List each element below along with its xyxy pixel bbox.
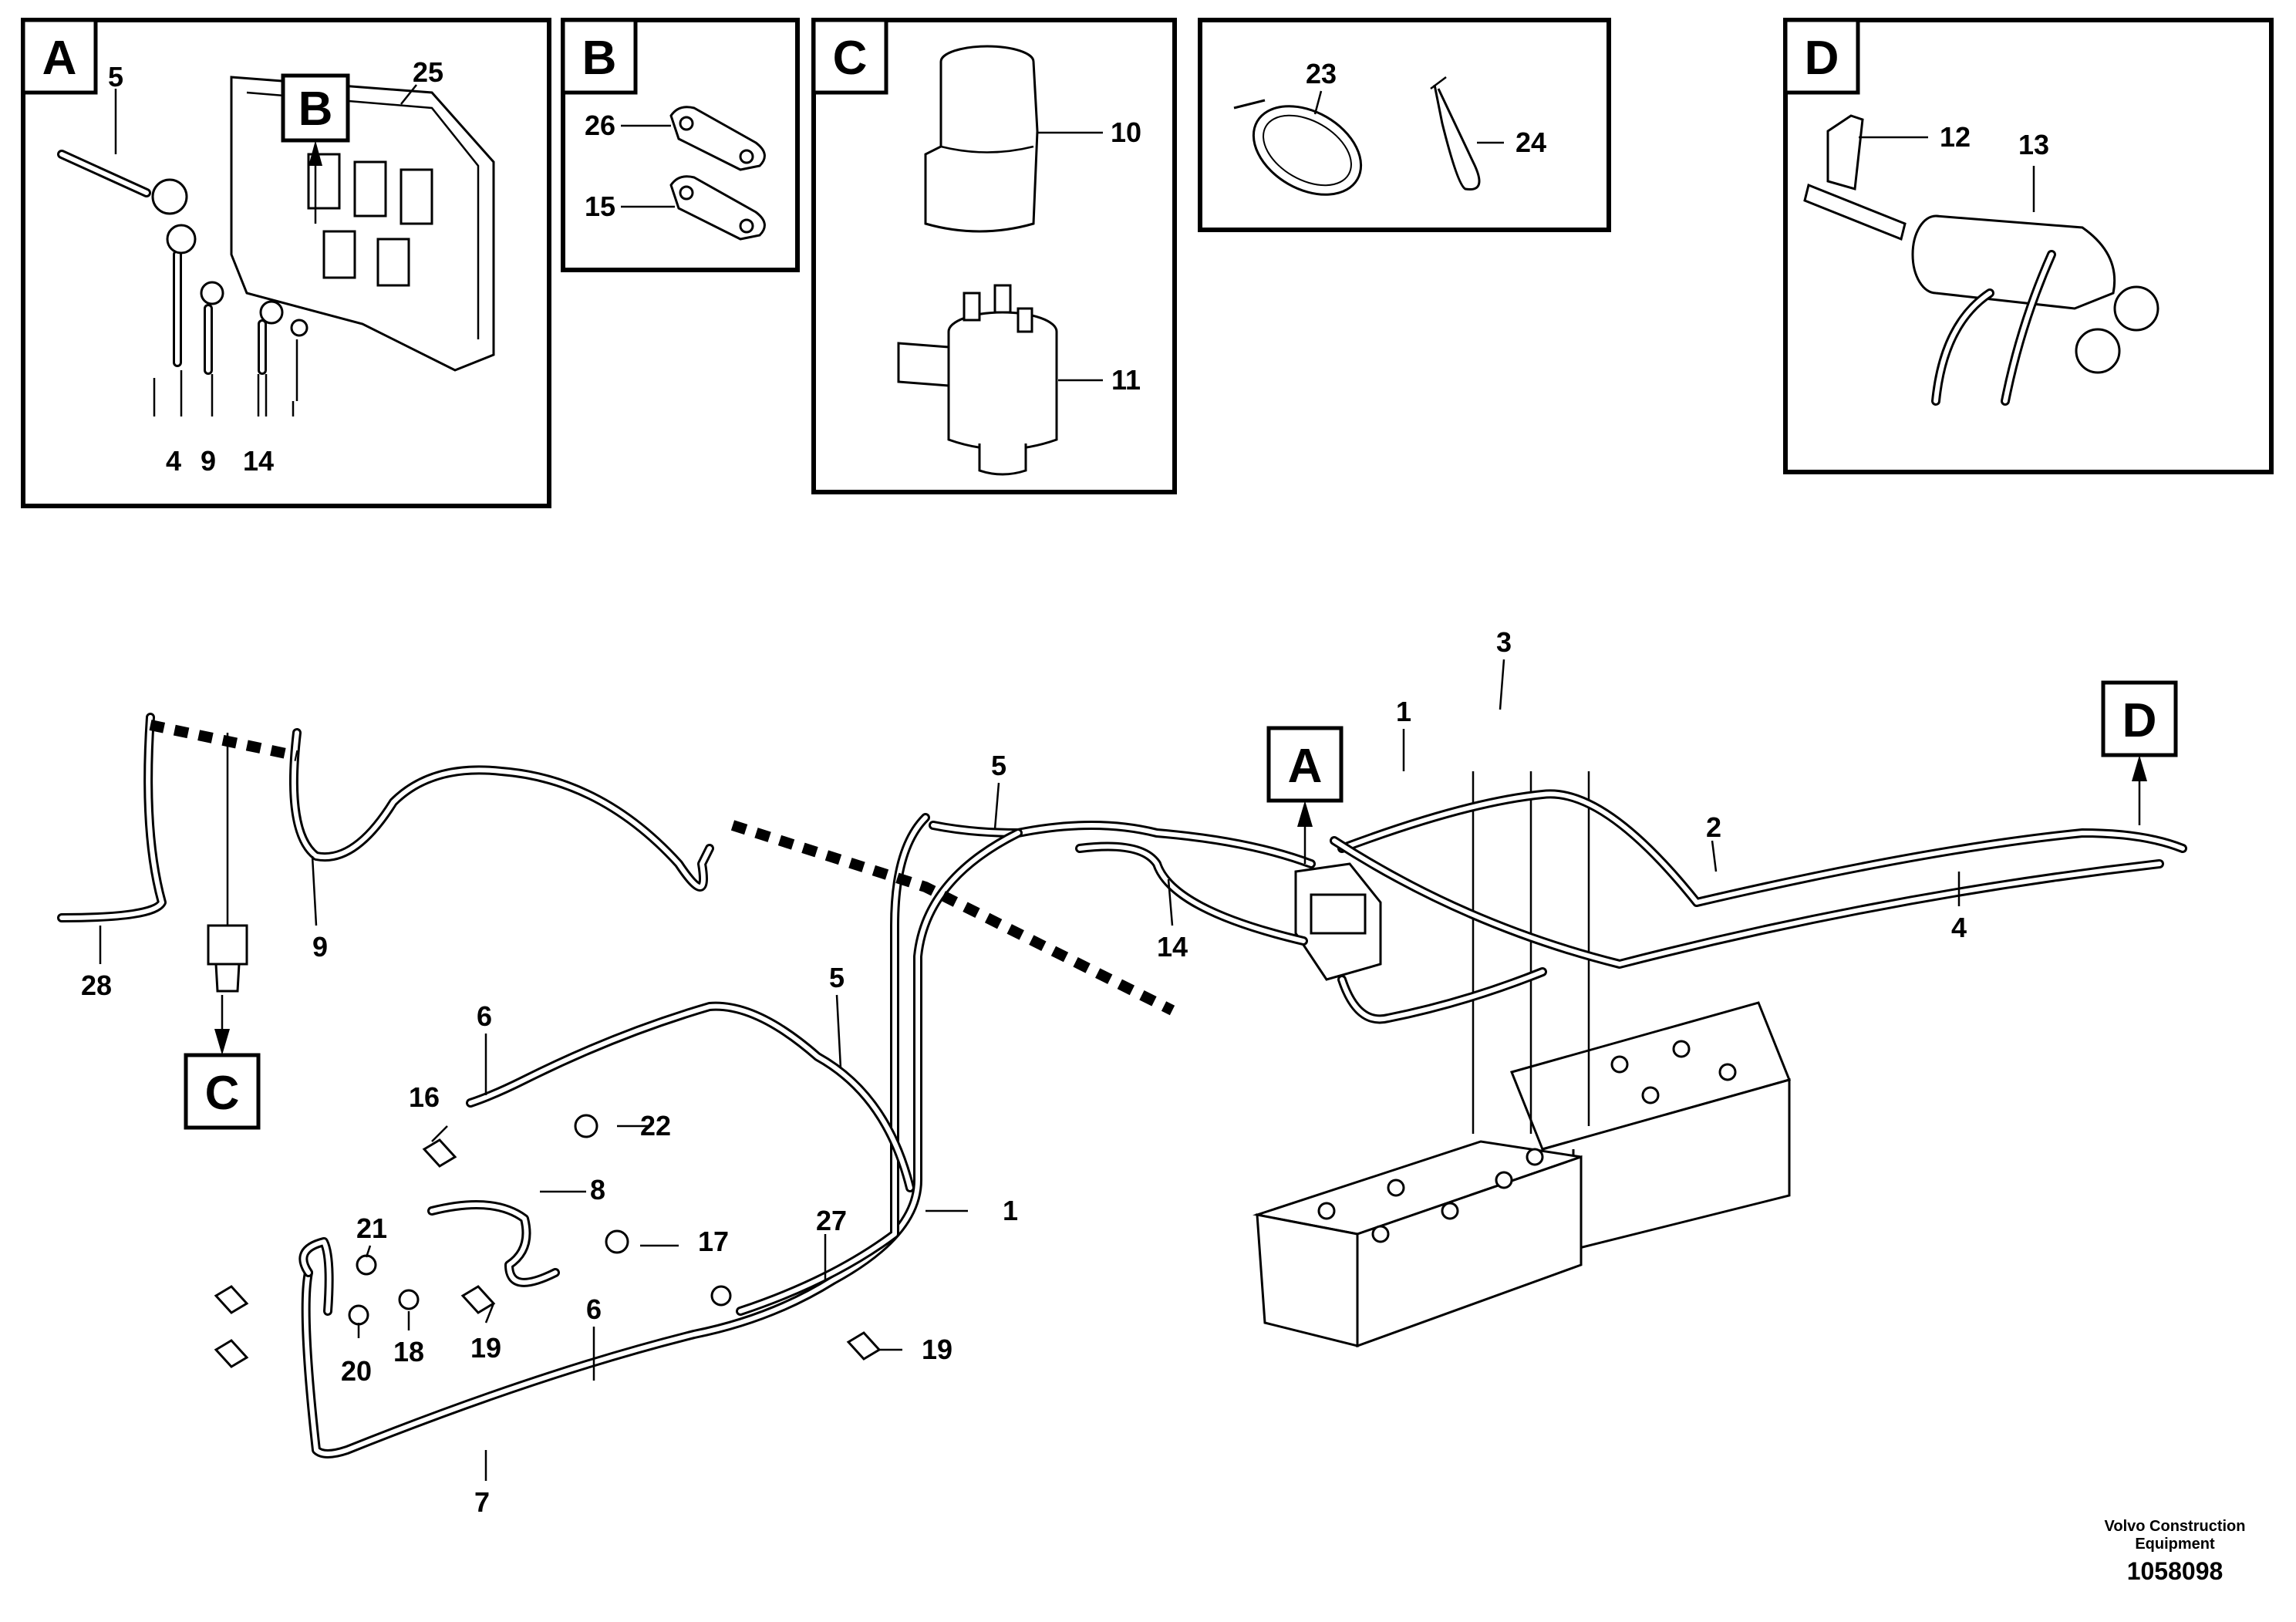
nuts-washers: [348, 1114, 732, 1326]
callout-5-mid: 5: [829, 962, 845, 993]
callout-5-top: 5: [991, 750, 1006, 781]
callout-16: 16: [409, 1081, 440, 1113]
callout-18: 18: [393, 1336, 424, 1367]
callout-3: 3: [1496, 626, 1512, 658]
footer: Volvo Construction Equipment 1058098: [2105, 1518, 2246, 1585]
callout-11: 11: [1111, 364, 1141, 396]
callout-15: 15: [585, 191, 615, 222]
tie-24-drawing: [1430, 76, 1481, 191]
main-marker-c: C: [205, 1067, 240, 1120]
callout-4: 4: [166, 445, 181, 477]
main-marker-a: A: [1288, 740, 1323, 793]
callout-9-main: 9: [312, 931, 328, 963]
callout-25: 25: [413, 56, 443, 88]
callout-19-right: 19: [922, 1334, 952, 1365]
main-marker-d: D: [2122, 694, 2157, 747]
switch-13-drawing: [1911, 214, 2159, 406]
callout-4-main: 4: [1951, 912, 1967, 943]
bolts: [214, 1138, 882, 1368]
callout-13: 13: [2018, 129, 2049, 160]
clamp-26-drawing: [669, 106, 766, 171]
tie-23-drawing: [1233, 99, 1363, 196]
cover-10-drawing: [924, 45, 1039, 233]
junction-box-main: [1294, 862, 1382, 981]
battery-front: [1253, 1140, 1583, 1348]
callout-23: 23: [1306, 58, 1337, 89]
callout-1-mid: 1: [1003, 1195, 1018, 1226]
inset-c: C 10 11: [811, 18, 1177, 494]
callout-28: 28: [81, 969, 112, 1001]
inset-b: B 26 15: [561, 18, 800, 272]
callout-2: 2: [1706, 811, 1721, 843]
inset-a: A B 5 25 4 9: [21, 18, 551, 508]
callout-10: 10: [1111, 116, 1141, 148]
company-name-line2: Equipment: [2135, 1536, 2215, 1553]
callout-8: 8: [590, 1174, 605, 1206]
inset-b-letter: B: [582, 32, 617, 85]
callout-9: 9: [201, 445, 216, 477]
bracket-12-drawing: [1803, 114, 1907, 241]
inset-c-letter: C: [833, 32, 868, 85]
callout-12: 12: [1940, 121, 1971, 153]
callout-17: 17: [698, 1226, 729, 1257]
relay-11-drawing: [897, 284, 1058, 476]
inset-cable-ties: 23 24: [1198, 18, 1611, 232]
callout-26: 26: [585, 110, 615, 141]
inset-d-letter: D: [1805, 32, 1839, 85]
callout-19-left: 19: [470, 1332, 501, 1364]
callout-6-top: 6: [477, 1000, 492, 1032]
callout-27: 27: [816, 1205, 847, 1236]
callout-21: 21: [356, 1212, 387, 1244]
callout-14: 14: [243, 445, 274, 477]
company-name-line1: Volvo Construction: [2105, 1518, 2246, 1535]
document-number: 1058098: [2127, 1557, 2224, 1585]
clamp-15-drawing: [669, 175, 766, 241]
callout-1-top: 1: [1396, 696, 1411, 727]
callout-22: 22: [640, 1110, 671, 1141]
inset-a-b-marker: B: [298, 83, 333, 136]
main-harness: A D C 3 1 2 4 5 14 9 28 6 16 22 5 8 1 21…: [57, 626, 2187, 1518]
callout-7: 7: [474, 1486, 490, 1518]
callout-20: 20: [341, 1355, 372, 1387]
callout-6-bottom: 6: [586, 1293, 602, 1325]
callout-14-main: 14: [1157, 931, 1188, 963]
callout-5: 5: [108, 61, 123, 93]
inset-d: D 12 13: [1783, 18, 2274, 474]
inset-a-letter: A: [42, 32, 77, 85]
callout-24: 24: [1515, 126, 1546, 158]
